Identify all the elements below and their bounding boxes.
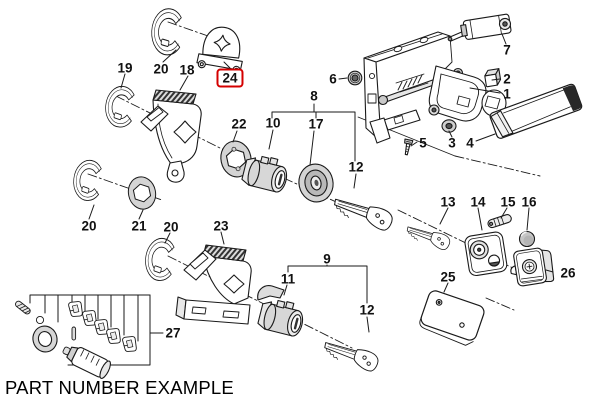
part-label-16[interactable]: 16: [521, 194, 537, 210]
part-label-18[interactable]: 18: [179, 62, 195, 78]
group-bracket-8: [271, 103, 356, 162]
part-label-25[interactable]: 25: [440, 269, 456, 285]
bracket-23-drawing: [175, 244, 252, 325]
part-label-3[interactable]: 3: [448, 135, 456, 151]
kit-27-spring: [15, 300, 31, 315]
lock-14-drawing: [464, 231, 508, 277]
ring-21-drawing: [127, 176, 157, 210]
part-label-26[interactable]: 26: [560, 265, 576, 281]
clip-20-top-drawing: [150, 7, 183, 57]
part-label-20[interactable]: 20: [153, 61, 169, 77]
clip-19-drawing: [103, 84, 136, 129]
part-label-13[interactable]: 13: [440, 194, 456, 210]
repair-kit-27-drawing: [15, 294, 164, 379]
part-label-5[interactable]: 5: [419, 135, 427, 151]
group-bracket-9: [287, 264, 368, 304]
bracket-18-drawing: [140, 89, 202, 183]
bracket-24-drawing: [196, 26, 243, 74]
clip-20-lower-drawing: [143, 236, 176, 283]
part-label-1[interactable]: 1: [503, 86, 511, 102]
carrier-1-drawing: [363, 31, 507, 144]
part-label-7[interactable]: 7: [503, 42, 511, 58]
kit-27-ring: [32, 325, 58, 353]
key-12-lower-drawing: [321, 336, 381, 374]
actuator-7-drawing: [447, 13, 512, 42]
key-12-upper-drawing: [330, 192, 396, 233]
part-label-21[interactable]: 21: [131, 218, 147, 234]
kit-27-tumblers: [67, 299, 139, 354]
key-13-drawing: [404, 221, 453, 252]
handle-4-drawing: [489, 83, 583, 139]
part-label-6[interactable]: 6: [329, 71, 337, 87]
part-label-4[interactable]: 4: [466, 135, 474, 151]
kit-27-barrel: [62, 346, 111, 379]
part-label-23[interactable]: 23: [213, 218, 229, 234]
part-label-17[interactable]: 17: [308, 116, 324, 132]
pin-15-drawing: [487, 214, 512, 229]
part-label-27[interactable]: 27: [165, 325, 181, 341]
part-label-12[interactable]: 12: [359, 302, 375, 318]
nut-6-drawing: [347, 70, 363, 86]
clip-20-left-drawing: [71, 158, 103, 203]
grommet-3-drawing: [441, 119, 457, 133]
part-label-20[interactable]: 20: [163, 219, 179, 235]
part-label-22[interactable]: 22: [231, 116, 247, 132]
part-label-20[interactable]: 20: [81, 218, 97, 234]
leader-lines: [88, 33, 554, 333]
part-label-24-highlighted[interactable]: 24: [216, 68, 244, 88]
part-label-15[interactable]: 15: [500, 194, 516, 210]
part-label-10[interactable]: 10: [265, 115, 281, 131]
plate-25-drawing: [419, 290, 485, 346]
part-label-12[interactable]: 12: [348, 159, 364, 175]
part-label-14[interactable]: 14: [470, 194, 486, 210]
clip-2-drawing: [484, 68, 502, 88]
lock-cover-26-drawing: [510, 247, 555, 287]
screw-5-drawing: [404, 138, 414, 156]
part-label-19[interactable]: 19: [117, 60, 133, 76]
ring-17-drawing: [298, 163, 334, 203]
part-label-11[interactable]: 11: [280, 271, 296, 287]
cap-16-drawing: [518, 230, 536, 248]
kit-27-pin: [71, 326, 77, 341]
part-label-9[interactable]: 9: [323, 251, 331, 267]
kit-27-washer-small: [35, 315, 45, 325]
part-label-8[interactable]: 8: [310, 88, 318, 104]
part-label-2[interactable]: 2: [503, 71, 511, 87]
ring-22-drawing: [220, 140, 252, 178]
caption-part-number-example: PART NUMBER EXAMPLE: [5, 377, 234, 398]
lock-cylinder-11-drawing: [256, 285, 307, 339]
